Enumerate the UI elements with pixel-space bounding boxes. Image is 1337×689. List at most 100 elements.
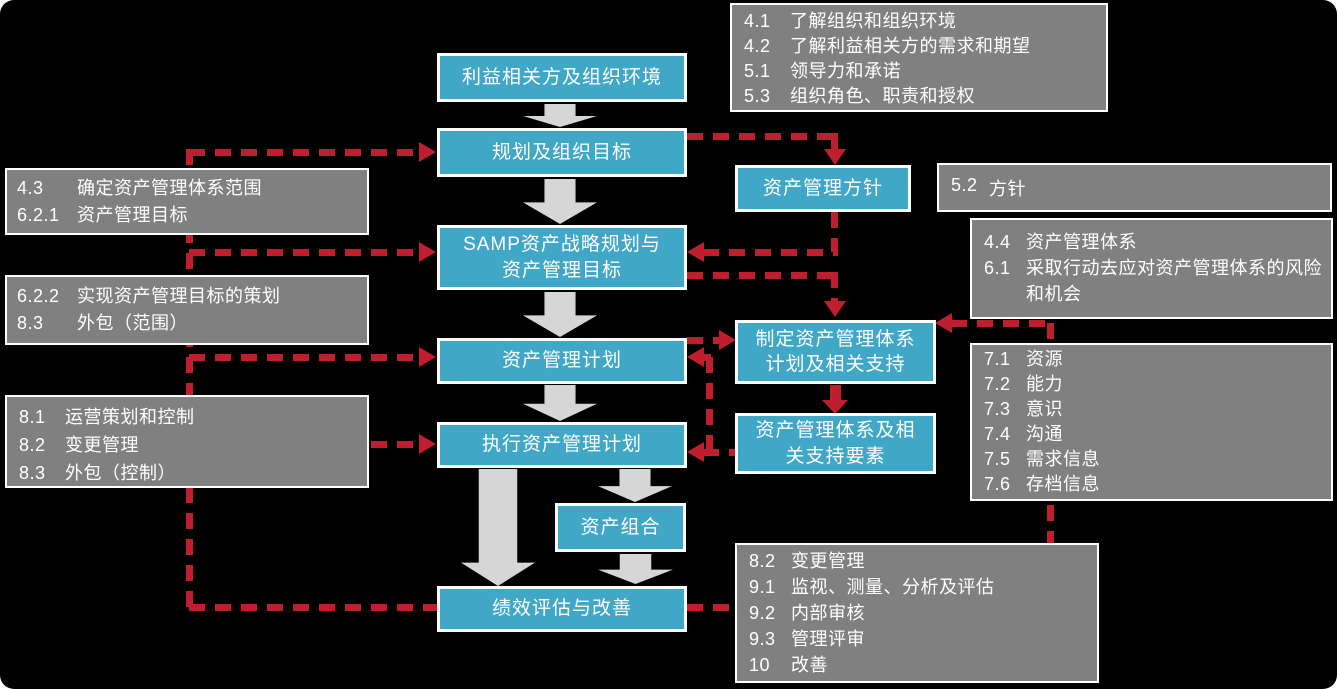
arrowhead-into-elements [822, 400, 848, 414]
clause-number: 7.4 [984, 424, 1011, 444]
clause-text: 外包（范围） [77, 313, 188, 333]
feedback-line-to-planning [189, 149, 419, 156]
node-planning: 规划及组织目标 [437, 128, 687, 177]
node-samp-label-line2: 资产管理目标 [501, 259, 622, 281]
clause-text: 了解利益相关方的需求和期望 [790, 36, 1031, 56]
clause-number: 7.5 [984, 449, 1011, 469]
connector-planning-to-policy-v [831, 133, 838, 150]
clause-text: 存档信息 [1026, 474, 1100, 494]
clause-text: 了解组织和组织环境 [790, 11, 957, 31]
arrowhead-into-establish-left [719, 330, 736, 350]
clause-number: 5.3 [744, 86, 771, 106]
note-item: 7.5 需求信息 [984, 447, 1323, 472]
flow-arrow-down-3 [523, 292, 597, 337]
node-policy: 资产管理方针 [735, 165, 911, 212]
clause-text: 能力 [1026, 374, 1063, 394]
node-stakeholders: 利益相关方及组织环境 [437, 53, 687, 102]
node-samp: SAMP资产战略规划与 资产管理目标 [437, 225, 687, 290]
node-elements: 资产管理体系及相 关支持要素 [735, 413, 936, 474]
clause-text: 资产管理体系 [1026, 232, 1137, 252]
clause-text: 确定资产管理体系范围 [77, 178, 262, 198]
clause-text: 监视、测量、分析及评估 [791, 577, 995, 597]
flow-arrow-down-1 [523, 104, 597, 127]
clause-number: 7.2 [984, 374, 1011, 394]
note-item: 6.1 采取行动去应对资产管理体系的风险和机会 [984, 255, 1323, 307]
clause-number: 8.3 [19, 463, 46, 483]
arrowhead-into-establish-top [824, 301, 846, 317]
connector-policy-to-samp-h [703, 249, 838, 256]
note-item: 5.1 领导力和承诺 [744, 59, 1098, 84]
clause-text: 运营策划和控制 [65, 407, 195, 427]
clause-number: 9.1 [749, 577, 776, 597]
connector-policy-to-samp-v [831, 212, 838, 252]
note-item: 6.2.2 实现资产管理目标的策划 [17, 283, 359, 310]
arrowhead-into-execute-right [687, 442, 704, 462]
note-item: 5.2 方针 [951, 175, 1026, 201]
node-performance: 绩效评估与改善 [437, 586, 687, 632]
clause-text: 方针 [989, 178, 1026, 199]
clause-number: 6.1 [984, 258, 1011, 278]
feedback-line-left-vertical [186, 149, 193, 611]
connector-samp-to-establish-h [687, 272, 835, 279]
node-policy-label: 资产管理方针 [762, 177, 883, 199]
arrowhead-into-am-plan [419, 347, 436, 367]
note-policy-clause: 5.2 方针 [937, 163, 1332, 212]
connector-establish-to-elements-shaft [830, 385, 841, 401]
clause-number: 4.3 [17, 178, 44, 198]
connector-elements-to-am-plan-stub [703, 354, 711, 361]
clause-number: 5.2 [951, 174, 978, 195]
node-stakeholders-label: 利益相关方及组织环境 [461, 66, 662, 88]
clause-number: 5.1 [744, 61, 771, 81]
connector-elements-to-execute-h [703, 449, 735, 456]
arrowhead-into-policy [824, 149, 846, 165]
node-performance-label: 绩效评估与改善 [491, 598, 632, 620]
note-item: 9.1 监视、测量、分析及评估 [749, 574, 1089, 600]
arrowhead-into-samp-right [687, 242, 704, 262]
note-item: 6.2.1 资产管理目标 [17, 202, 359, 229]
clause-number: 6.2.2 [17, 286, 60, 306]
flow-arrow-down-long [461, 469, 535, 586]
clause-number: 4.2 [744, 36, 771, 56]
flow-arrow-down-4 [523, 385, 597, 421]
clause-text: 资产管理目标 [77, 205, 188, 225]
arrowhead-into-planning [419, 142, 436, 162]
node-execute-label: 执行资产管理计划 [481, 434, 642, 456]
connector-samp-to-establish-v [831, 272, 838, 302]
clause-number: 8.2 [19, 435, 46, 455]
note-item: 4.2 了解利益相关方的需求和期望 [744, 34, 1098, 59]
clause-text: 采取行动去应对资产管理体系的风险和机会 [1026, 258, 1322, 304]
node-elements-label-line2: 关支持要素 [785, 445, 886, 467]
flow-arrow-down-5 [598, 469, 672, 502]
node-establish-label-line2: 计划及相关支持 [765, 354, 906, 375]
connector-am-plan-to-establish [687, 337, 720, 344]
feedback-line-to-establish [951, 320, 1054, 327]
clause-number: 7.3 [984, 399, 1011, 419]
node-samp-label-line1: SAMP资产战略规划与 [463, 234, 661, 256]
clause-text: 实现资产管理目标的策划 [77, 286, 281, 306]
clause-text: 需求信息 [1026, 449, 1100, 469]
clause-number: 10 [749, 655, 771, 675]
clause-number: 4.1 [744, 11, 771, 31]
clause-text: 资源 [1026, 349, 1063, 369]
arrowhead-into-am-plan-right [687, 347, 704, 367]
clause-number: 6.2.1 [17, 205, 60, 225]
feedback-line-from-performance-left [189, 604, 437, 611]
clause-text: 领导力和承诺 [790, 61, 901, 81]
node-portfolio-label: 资产组合 [580, 516, 661, 538]
clause-text: 改善 [791, 655, 828, 675]
clause-text: 内部审核 [791, 603, 865, 623]
node-am-plan: 资产管理计划 [437, 338, 687, 384]
node-execute: 执行资产管理计划 [437, 422, 687, 468]
